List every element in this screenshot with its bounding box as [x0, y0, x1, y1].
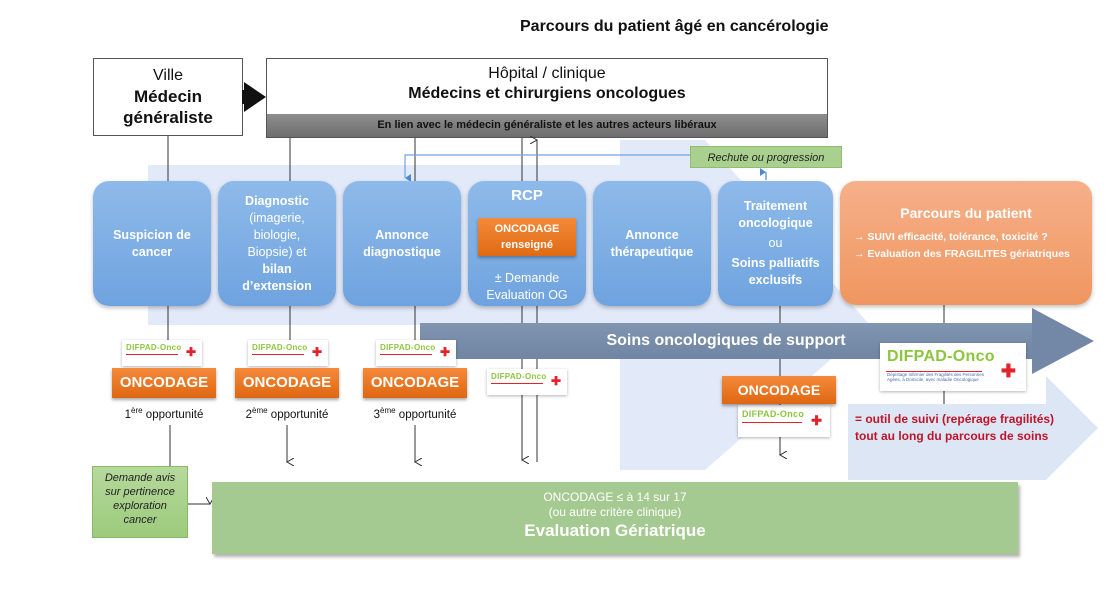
hopital-link-bar: En lien avec le médecin généraliste et l… [267, 114, 827, 137]
soins-support-arrowhead-icon [1032, 308, 1094, 374]
oncodage-badge-2: ONCODAGE [235, 368, 339, 398]
oncodage-renseigne-badge: ONCODAGE renseigné [478, 218, 576, 256]
ville-box: Ville Médecin généraliste [93, 58, 243, 136]
parcours-patient-box: Parcours du patient → SUIVI efficacité, … [840, 181, 1092, 305]
oncodage-badge-1: ONCODAGE [112, 368, 216, 398]
red-cross-house-icon: ✚ [550, 374, 561, 388]
step-traitement-l2: oncologique [738, 216, 813, 230]
oncodage-badge-traitement: ONCODAGE [722, 376, 836, 404]
ville-role-2: généraliste [123, 108, 213, 127]
eval-title: Evaluation Gériatrique [524, 521, 706, 540]
difpad-name: DIFPAD-Onco [491, 372, 547, 381]
step-diagnostic-l1: Diagnostic [245, 193, 309, 208]
step-annonce-ther-l1: Annonce [625, 227, 679, 242]
step-suspicion: Suspicion de cancer [93, 181, 211, 306]
opportunity-1-sup: ère [131, 406, 143, 415]
red-cross-house-icon: ✚ [811, 413, 822, 428]
opportunity-1-num: 1 [124, 408, 132, 421]
outil-suivi-arrow [848, 404, 1046, 480]
difpad-logo-3: DIFPAD-Onco ✚ [376, 340, 456, 366]
oncodage-renseigne-l1: ONCODAGE [494, 223, 560, 235]
eval-alt-criterion: (ou autre critère clinique) [548, 505, 682, 519]
opportunity-2: 2ème opportunité [227, 406, 347, 421]
opportunity-3-sup: ème [380, 406, 396, 415]
outil-suivi-l1: = outil de suivi (repérage fragilités) [855, 412, 1055, 426]
rcp-demande: ± Demande Evaluation OG [468, 270, 586, 304]
step-annonce-ther-l2: thérapeutique [610, 244, 694, 259]
step-annonce-therapeutique: Annonce thérapeutique [593, 181, 711, 306]
ville-role-1: Médecin [133, 87, 203, 106]
rcp-title: RCP [511, 187, 543, 204]
difpad-tagline: Dépistage Infirmier des Fragilités des P… [887, 372, 985, 382]
step-annonce-diagnostique: Annonce diagnostique [343, 181, 461, 306]
difpad-logo-1: DIFPAD-Onco ✚ [122, 340, 202, 366]
hopital-role: Médecins et chirurgiens oncologues [408, 85, 686, 102]
page-title: Parcours du patient âgé en cancérologie [520, 18, 829, 35]
difpad-logo-2: DIFPAD-Onco ✚ [248, 340, 328, 366]
difpad-name: DIFPAD-Onco [252, 343, 308, 352]
outil-suivi-text: = outil de suivi (repérage fragilités) t… [855, 411, 1055, 445]
step-diagnostic-l4: Biopsie) et [247, 244, 307, 259]
difpad-logo-rcp: DIFPAD-Onco ✚ [487, 369, 567, 395]
demande-l3: exploration [113, 500, 167, 512]
difpad-name: DIFPAD-Onco [380, 343, 436, 352]
step-diagnostic: Diagnostic (imagerie, biologie, Biopsie)… [218, 181, 336, 306]
difpad-logo-traitement: DIFPAD-Onco ✚ [738, 405, 830, 437]
opportunity-3: 3ème opportunité [355, 406, 475, 421]
outil-suivi-arrowhead-icon [1046, 376, 1098, 480]
step-traitement: Traitement oncologique ou Soins palliati… [718, 181, 833, 306]
demande-l2: sur pertinence [105, 486, 175, 498]
difpad-name-large: DIFPAD-Onco [887, 348, 995, 365]
rcp-demande-l1: ± Demande [494, 271, 560, 285]
ville-label: Ville [153, 67, 183, 84]
parcours-bullet-2: → Evaluation des FRAGILITES gériatriques [854, 248, 1070, 260]
opportunity-3-text: opportunité [395, 408, 457, 421]
difpad-logo-large: DIFPAD-Onco Dépistage Infirmier des Frag… [880, 343, 1026, 391]
hopital-box: Hôpital / clinique Médecins et chirurgie… [266, 58, 828, 138]
red-cross-house-icon: ✚ [185, 345, 196, 359]
oncodage-badge-3: ONCODAGE [363, 368, 467, 398]
demande-l4: cancer [123, 514, 157, 526]
opportunity-2-num: 2 [245, 408, 253, 421]
red-cross-house-icon: ✚ [311, 345, 322, 359]
step-annonce-diag-l1: Annonce [375, 227, 429, 242]
step-diagnostic-l3: biologie, [253, 227, 301, 242]
ville-to-hopital-arrow-icon [244, 82, 266, 112]
opportunity-2-text: opportunité [267, 408, 329, 421]
parcours-bullet-1: → SUIVI efficacité, tolérance, toxicité … [854, 231, 1048, 243]
opportunity-1-text: opportunité [142, 408, 204, 421]
red-cross-house-icon: ✚ [1000, 361, 1016, 381]
step-traitement-ou: ou [768, 236, 783, 250]
rechute-label: Rechute ou progression [690, 146, 842, 168]
opportunity-3-num: 3 [373, 408, 381, 421]
opportunity-1: 1ère opportunité [104, 406, 224, 421]
step-rcp: RCP ONCODAGE renseigné ± Demande Evaluat… [468, 181, 586, 306]
step-diagnostic-l2: (imagerie, [249, 210, 305, 225]
step-traitement-l4: exclusifs [748, 273, 803, 287]
step-suspicion-l2: cancer [131, 244, 173, 259]
step-suspicion-l1: Suspicion de [113, 227, 191, 242]
outil-suivi-l2: tout au long du parcours de soins [855, 429, 1049, 443]
step-traitement-l1: Traitement [743, 199, 808, 213]
difpad-name: DIFPAD-Onco [126, 343, 182, 352]
demande-l1: Demande avis [104, 472, 176, 484]
hopital-label: Hôpital / clinique [488, 65, 606, 82]
difpad-name: DIFPAD-Onco [742, 409, 805, 419]
rcp-demande-l2: Evaluation OG [486, 288, 568, 302]
step-diagnostic-l6: d’extension [242, 278, 312, 293]
line-rechute-feedback [404, 154, 690, 182]
parcours-title: Parcours du patient [900, 205, 1032, 221]
opportunity-2-sup: ème [252, 406, 268, 415]
step-diagnostic-l5: bilan [262, 261, 292, 276]
demande-avis-box: Demande avis sur pertinence exploration … [92, 466, 188, 538]
red-cross-house-icon: ✚ [439, 345, 450, 359]
eval-criterion: ONCODAGE ≤ à 14 sur 17 [543, 490, 687, 504]
step-traitement-l3: Soins palliatifs [731, 256, 820, 270]
oncodage-renseigne-l2: renseigné [501, 239, 553, 251]
step-annonce-diag-l2: diagnostique [363, 244, 441, 259]
evaluation-geriatrique-box: ONCODAGE ≤ à 14 sur 17 (ou autre critère… [212, 482, 1018, 554]
